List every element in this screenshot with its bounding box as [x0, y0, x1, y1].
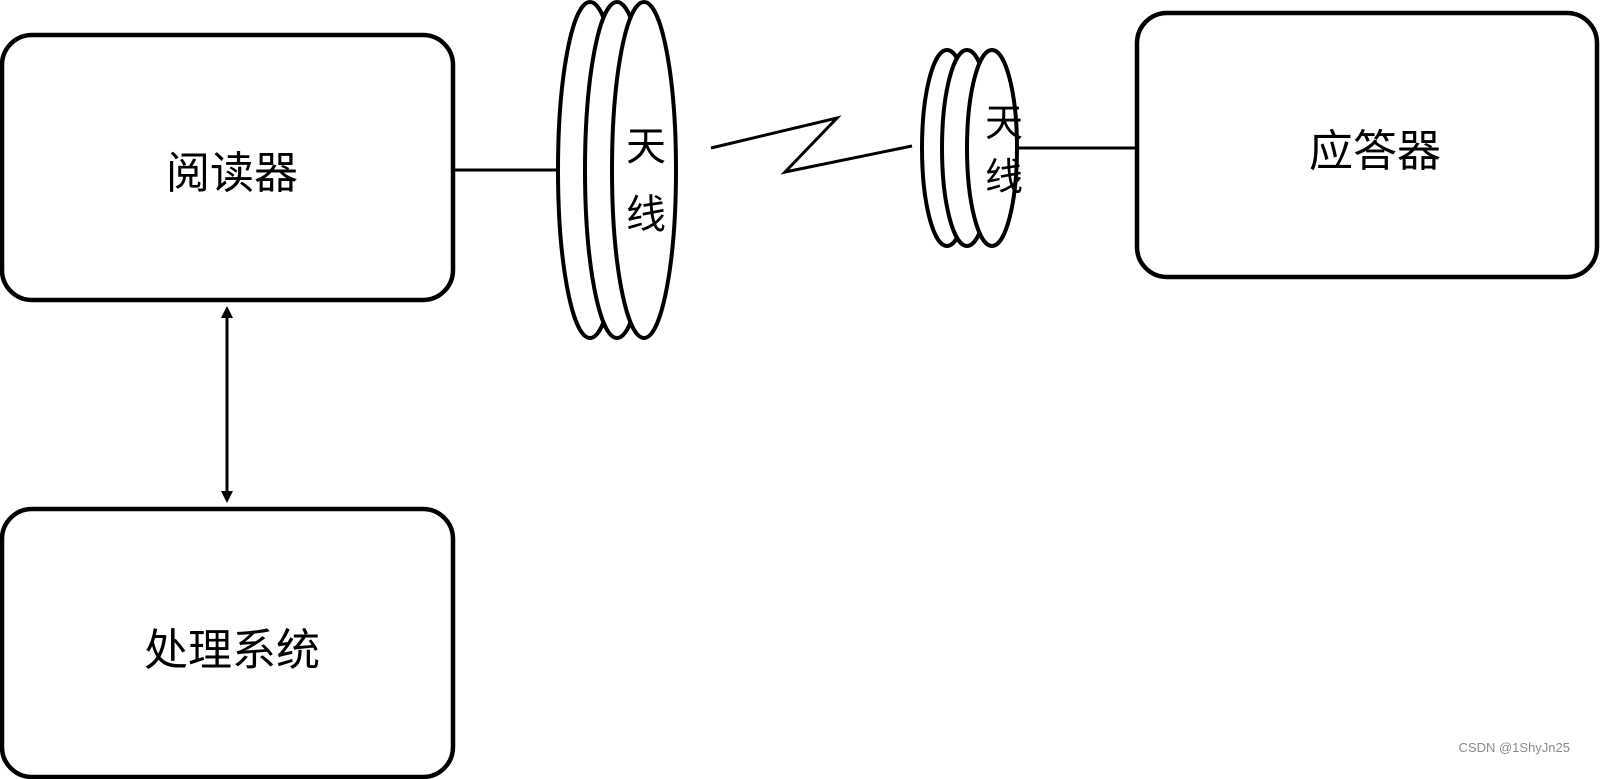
transponder-node: 应答器 — [1134, 10, 1600, 280]
transponder-antenna-label-2: 线 — [985, 155, 1023, 199]
reader-box — [0, 32, 456, 303]
processing-system-box — [0, 506, 456, 779]
reader-antenna-label-2: 线 — [626, 192, 666, 238]
transponder-box — [1134, 10, 1600, 280]
watermark-text: CSDN @1ShyJn25 — [1458, 740, 1570, 755]
reader-antenna-ring-front — [610, 0, 678, 340]
transponder-antenna: 天 线 — [920, 48, 1023, 248]
reader-node: 阅读器 — [0, 32, 456, 303]
wireless-link — [710, 115, 913, 175]
processing-system-node: 处理系统 — [0, 506, 456, 779]
transponder-label: 应答器 — [1309, 126, 1441, 177]
processing-system-label: 处理系统 — [144, 625, 320, 676]
transponder-antenna-label-1: 天 — [985, 101, 1023, 145]
reader-antenna: 天 线 — [556, 0, 678, 340]
transponder-antenna-ring-front — [965, 48, 1019, 248]
reader-label: 阅读器 — [166, 148, 298, 199]
reader-antenna-label-1: 天 — [626, 124, 666, 170]
